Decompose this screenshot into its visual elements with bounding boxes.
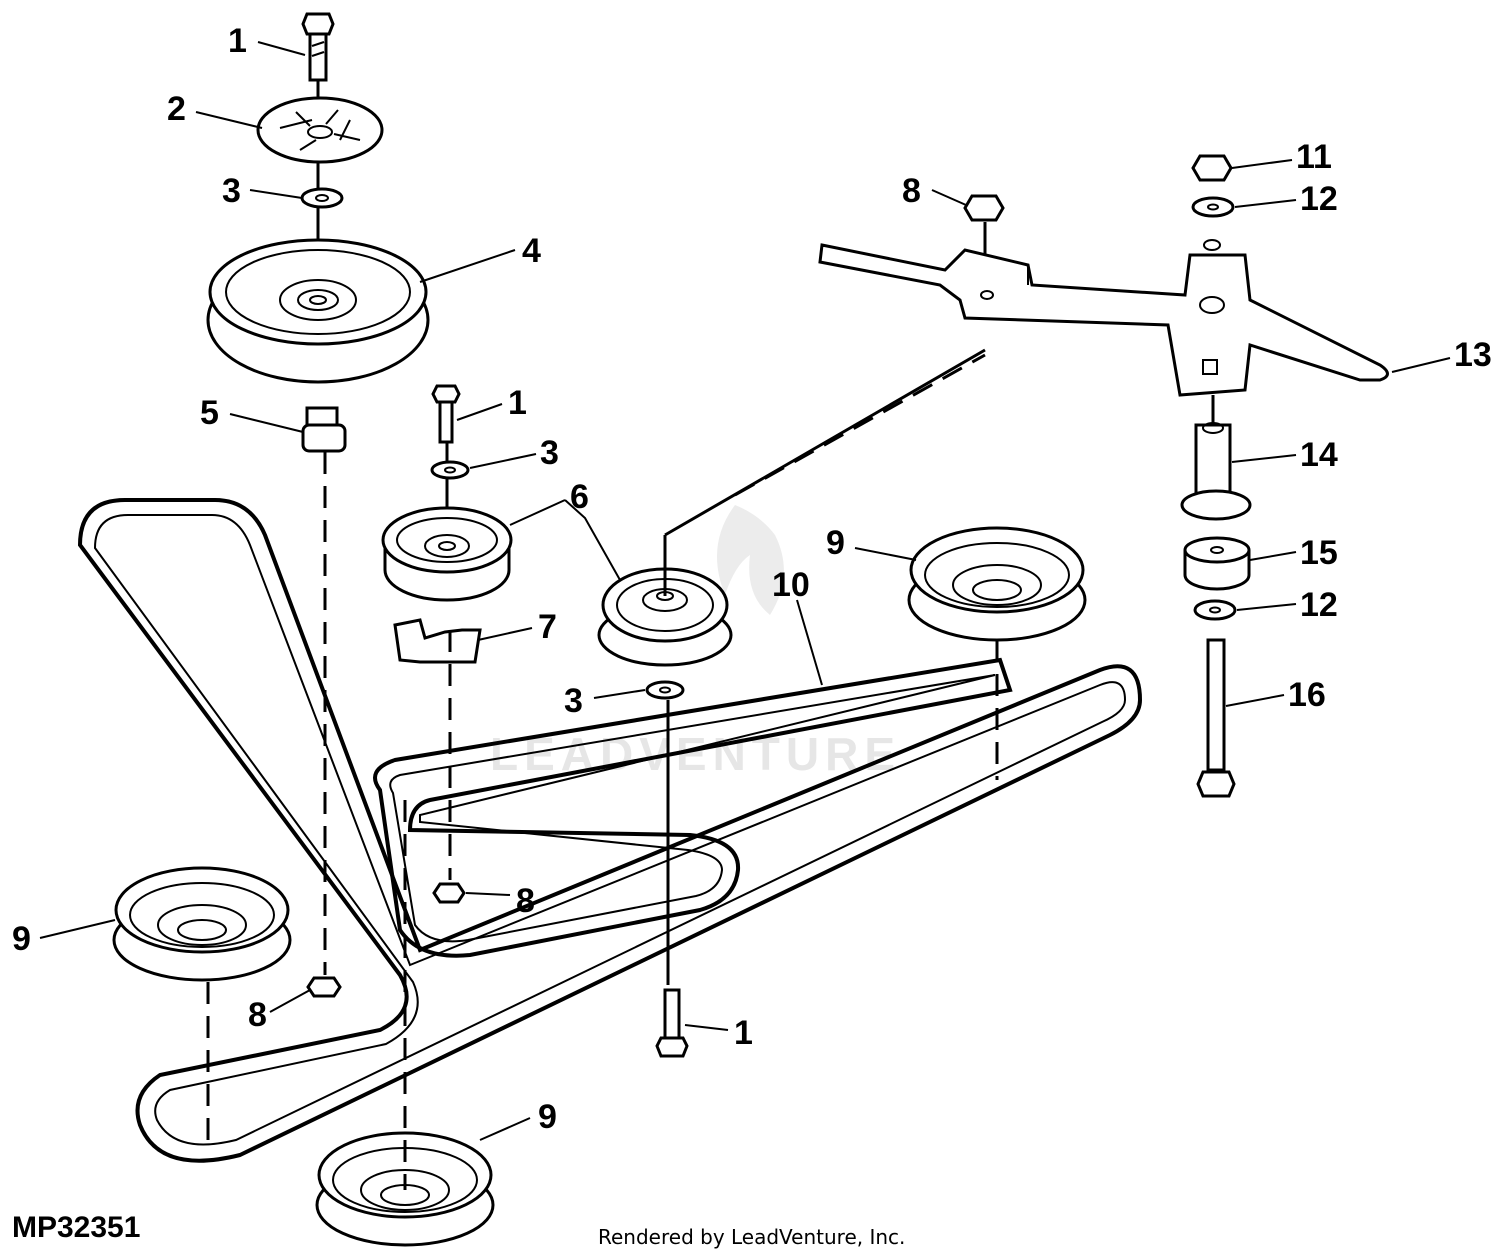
part-5-spacer: [301, 406, 347, 453]
callout-9-left: 9: [12, 920, 31, 958]
part-1-bolt-top: [301, 12, 335, 82]
callout-1-bottom: 1: [734, 1014, 753, 1052]
part-6-idler-pulley-left: [381, 506, 513, 602]
callout-9-bottom: 9: [538, 1098, 557, 1136]
part-1-bolt-bottom: [655, 988, 689, 1058]
callout-3-middle: 3: [540, 434, 559, 472]
part-3-washer-top: [300, 187, 344, 209]
callout-12-bottom: 12: [1300, 586, 1338, 624]
part-9-spindle-pulley-left: [112, 866, 292, 982]
callout-5: 5: [200, 394, 219, 432]
drive-belt: [77, 498, 1143, 1163]
callouts: 1 2 3 4 5 1 3 6 7 3 8 8 8 9 9 9 10 1 11 …: [12, 22, 1492, 1136]
callout-9-right: 9: [826, 524, 845, 562]
callout-8-left: 8: [248, 996, 267, 1034]
callout-8-middle: 8: [516, 882, 535, 920]
part-15-spacer: [1183, 536, 1251, 591]
part-12-washer-bottom: [1193, 599, 1237, 621]
callout-2: 2: [167, 90, 186, 128]
callout-16: 16: [1288, 676, 1326, 714]
leader-lines: [39, 41, 1451, 1141]
watermark: LEADVENTURE: [490, 505, 901, 780]
callout-10: 10: [772, 566, 810, 604]
figure-id: MP32351: [12, 1211, 140, 1244]
callout-13: 13: [1454, 336, 1492, 374]
part-14-bushing: [1180, 422, 1252, 521]
callout-8-arm: 8: [902, 172, 921, 210]
callout-6: 6: [570, 478, 589, 516]
watermark-text: LEADVENTURE: [490, 728, 901, 780]
render-credit: Rendered by LeadVenture, Inc.: [598, 1225, 905, 1249]
part-2-shield: [256, 96, 384, 164]
part-11-nut: [1191, 154, 1233, 182]
callout-7: 7: [538, 608, 557, 646]
part-3-washer-center: [645, 680, 685, 700]
part-8-nut-left: [306, 976, 342, 998]
part-13-idler-arm: [818, 239, 1389, 397]
part-12-washer-top: [1191, 196, 1235, 218]
callout-4: 4: [522, 232, 541, 270]
part-8-nut-arm: [963, 194, 1005, 222]
callout-1-middle: 1: [508, 384, 527, 422]
part-7-bracket: [393, 618, 482, 664]
part-16-bolt: [1196, 638, 1236, 798]
callout-11: 11: [1296, 138, 1332, 176]
part-8-nut-middle: [432, 882, 466, 904]
callout-3-top: 3: [222, 172, 241, 210]
part-1-bolt-middle: [431, 384, 461, 444]
callout-14: 14: [1300, 436, 1338, 474]
callout-1-top: 1: [228, 22, 247, 60]
part-3-washer-middle: [430, 460, 470, 480]
callout-15: 15: [1300, 534, 1338, 572]
part-4-idler-pulley: [206, 238, 430, 384]
callout-3-center: 3: [564, 682, 583, 720]
callout-12-top: 12: [1300, 180, 1338, 218]
part-9-spindle-pulley-right: [907, 526, 1087, 642]
